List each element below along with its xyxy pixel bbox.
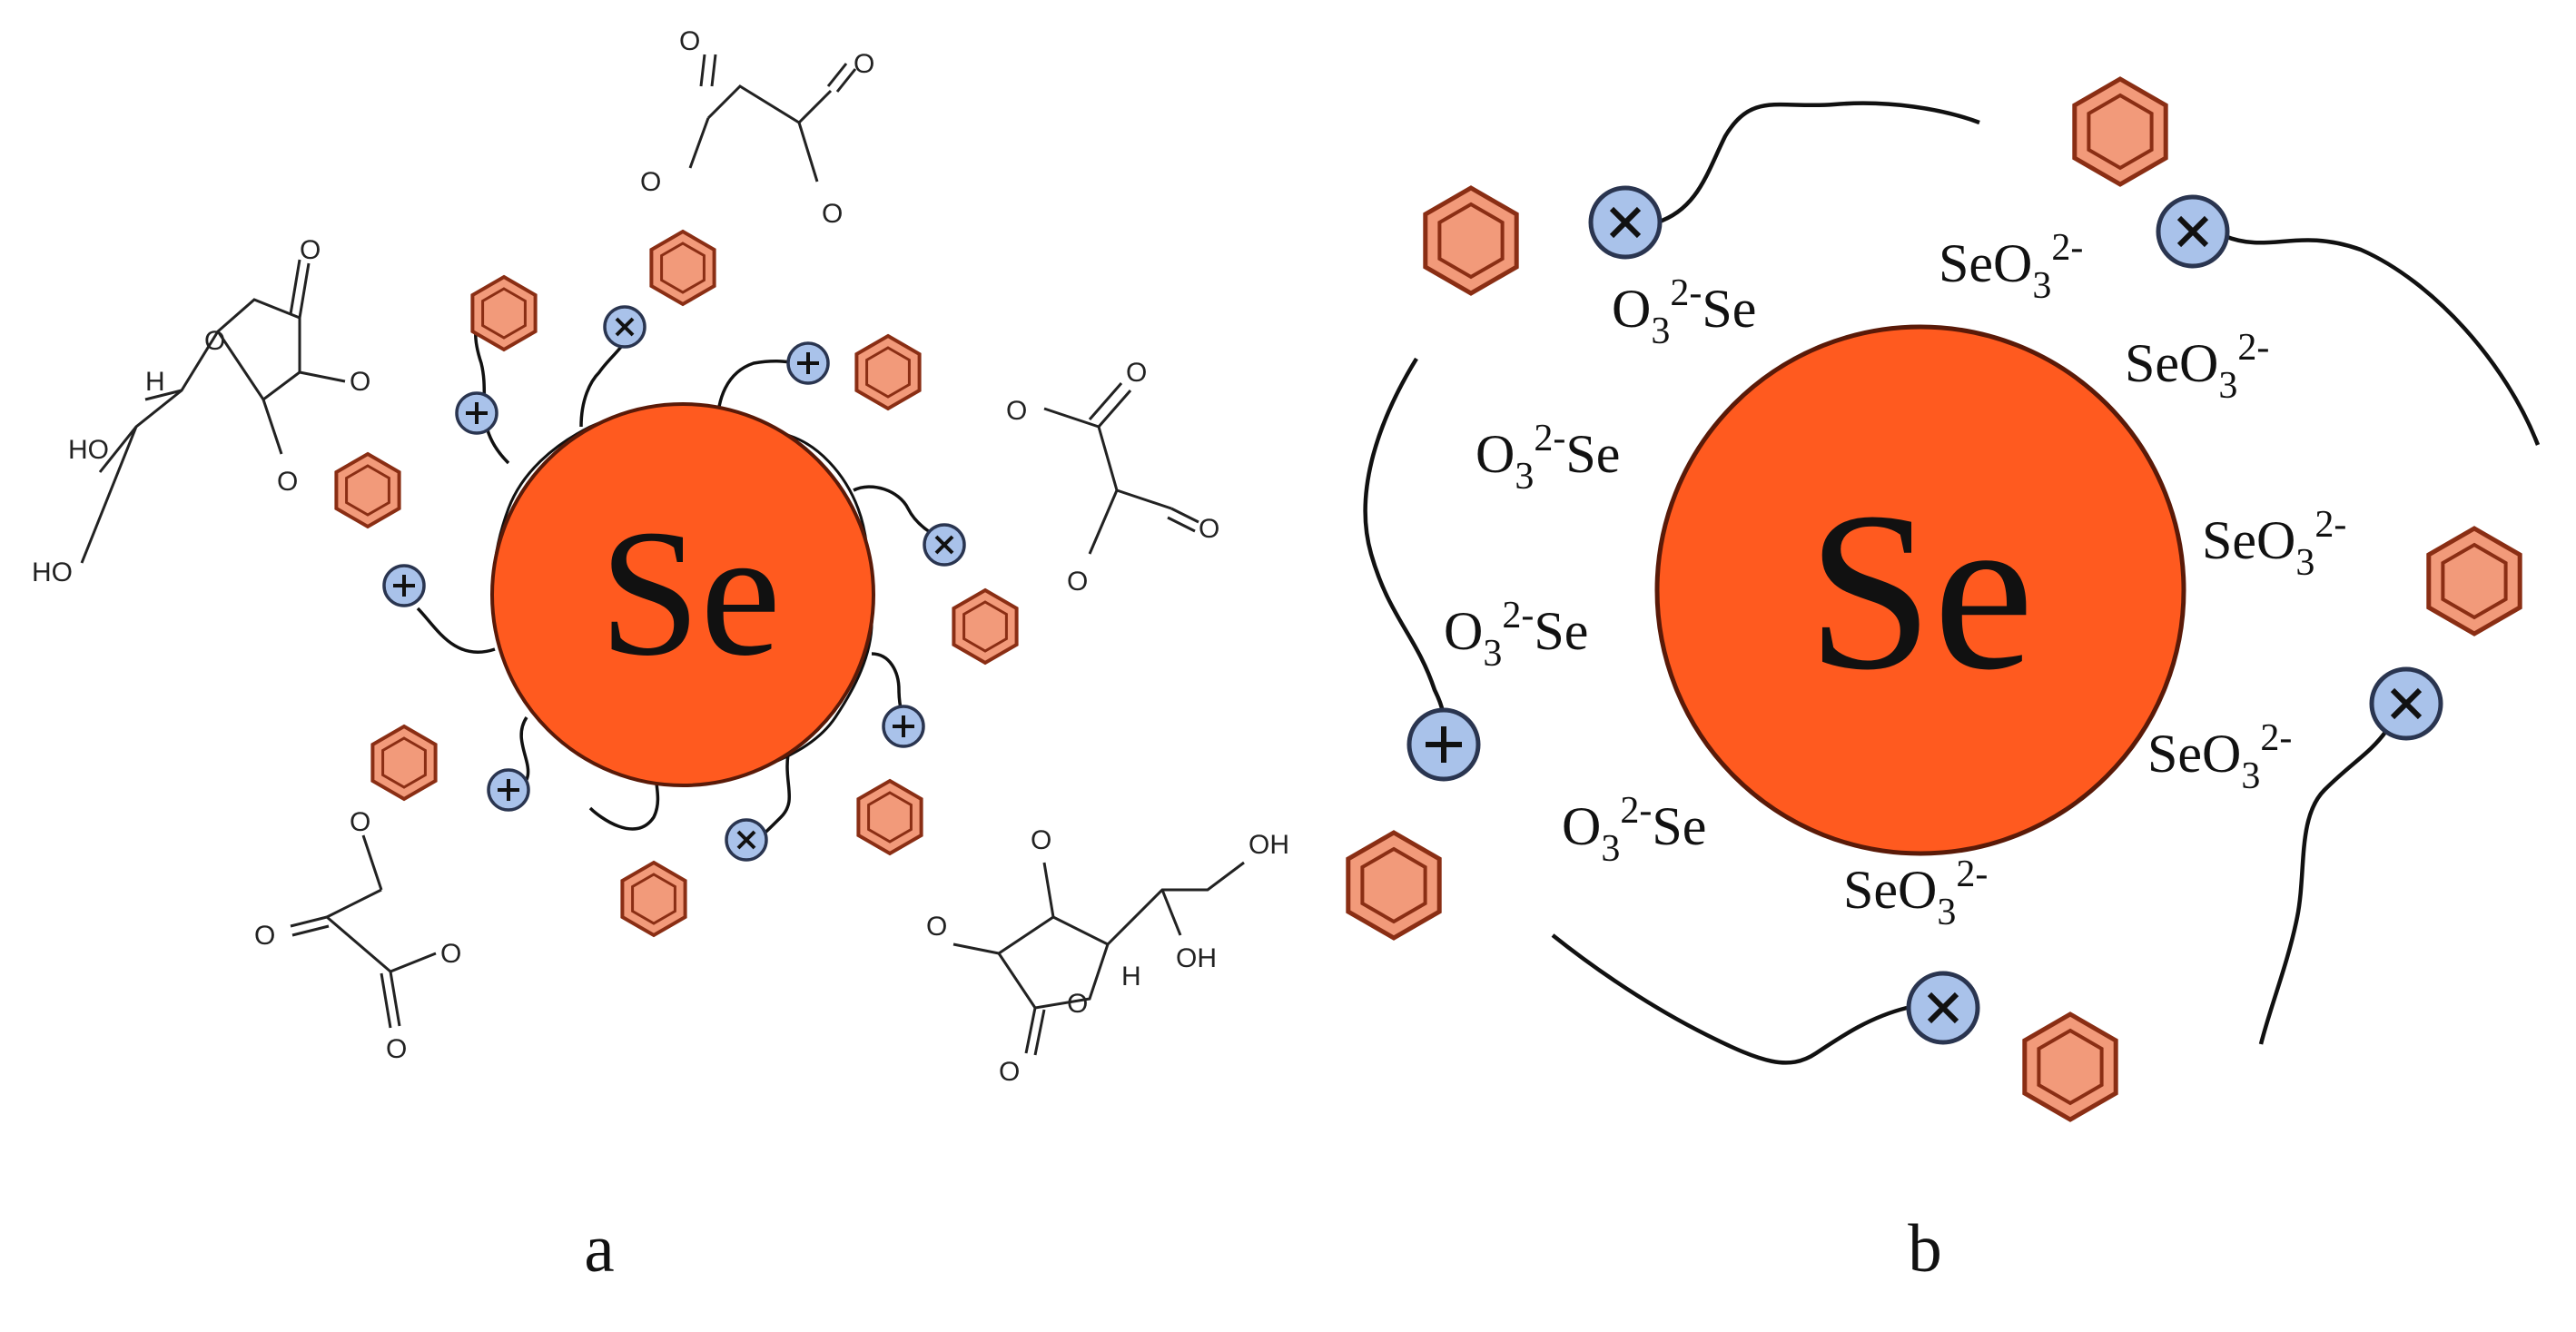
benzene-ring-icon [649,230,716,306]
charge-plus-icon [882,705,925,748]
charge-plus-icon [786,341,830,385]
atom-o: O [640,167,661,197]
panel-label-b: b [1908,1211,1942,1287]
atom-o: O [1067,989,1088,1019]
panel-b: Se O32-Se O32-Se O32-Se O32-Se SeO32- Se… [1348,79,2541,1287]
bond [80,426,138,564]
benzene-ring-icon [370,725,438,801]
charge-x-icon [603,305,646,349]
atom-o: O [1126,358,1147,388]
atom-h: H [1121,962,1141,992]
benzene-ring-icon [2075,79,2166,184]
charge-plus-icon [487,768,530,812]
surface-label: SeO32- [2202,504,2346,584]
benzene-ring-icon [1426,188,1516,293]
benzene-ring-icon [856,779,923,855]
selenium-core-b [1654,324,2186,856]
charge-plus-icon [455,391,498,435]
oxalate-molecule [1043,382,1199,555]
surface-label: O32-Se [1612,272,1756,352]
core-label-b: Se [1807,466,2034,717]
atom-o: O [1067,567,1088,597]
atom-oh: OH [1176,943,1217,973]
atom-ho: HO [68,435,109,465]
charge-plus-icon [1409,710,1478,779]
atom-o: O [854,49,874,79]
benzene-ring-icon [854,334,922,410]
atom-o: O [1031,825,1051,855]
benzene-ring-icon [2429,528,2520,634]
atom-o: O [440,939,461,969]
charge-x-icon [725,818,768,862]
surface-label: SeO32- [1939,227,2083,307]
atom-ho: HO [32,557,73,587]
core-label-a: Se [599,493,781,694]
atom-o: O [350,807,370,837]
benzene-ring-icon [1348,833,1439,938]
benzene-ring-icon [334,452,401,528]
atom-oh: OH [1249,830,1289,860]
panel-a: Se [32,26,1289,1287]
panel-label-a: a [584,1211,614,1287]
atom-o: O [999,1057,1020,1087]
charge-x-icon [1591,188,1660,257]
surface-label: SeO32- [2147,717,2292,797]
surface-label: O32-Se [1444,595,1588,675]
benzene-ring-icon [470,275,538,351]
atom-o: O [1199,514,1219,544]
atom-o: O [679,26,700,56]
atom-o: O [822,199,843,229]
ligand-chains-b [1363,101,2541,1065]
atom-o: O [350,367,370,397]
charge-plus-icon [382,564,426,607]
atom-o: O [277,467,298,497]
charge-x-icon [2158,197,2227,266]
surface-label: O32-Se [1562,790,1706,870]
atom-h: H [145,367,165,397]
ascorbate-molecule [952,861,1245,1056]
surface-label: O32-Se [1476,418,1620,498]
atom-o: O [1006,396,1027,426]
atom-o: O [254,921,275,951]
selenium-core-a [490,402,875,787]
atom-o: O [386,1034,407,1064]
atom-o: O [926,912,947,942]
ascorbate-molecule [98,259,346,473]
surface-label: SeO32- [2125,327,2269,407]
charge-x-icon [1909,973,1978,1042]
charge-x-icon [2372,669,2441,738]
oxalate-molecule [688,54,857,183]
surface-labels-left: O32-Se O32-Se O32-Se O32-Se [1444,272,1756,870]
surface-labels-right: SeO32- SeO32- SeO32- SeO32- SeO32- [1843,227,2346,933]
benzene-ring-icon [620,861,687,937]
atom-o: O [300,235,321,265]
benzene-ring-icon [952,588,1019,665]
atom-o: O [204,326,225,356]
charge-x-icon [923,523,966,567]
oxalate-molecule [290,834,437,1029]
surface-label: SeO32- [1843,853,1988,933]
benzene-ring-icon [2025,1014,2116,1120]
